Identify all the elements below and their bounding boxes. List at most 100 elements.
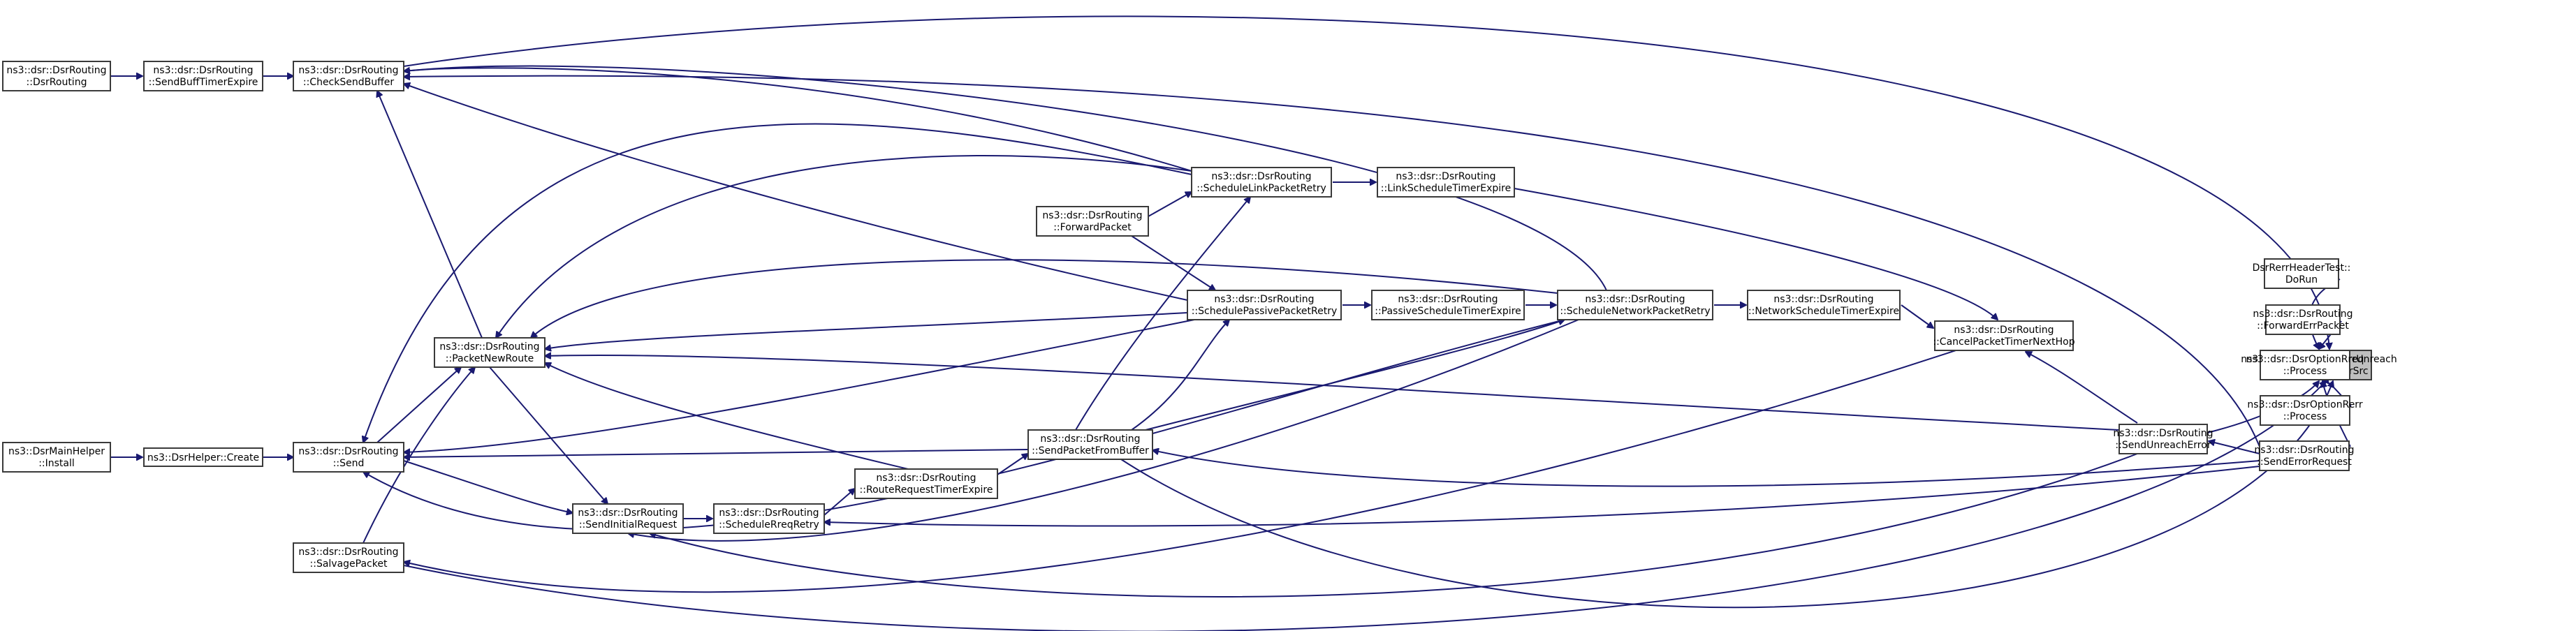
edge-sendunreach-senderror — [2209, 441, 2260, 454]
node-check-send-buffer[interactable]: ns3::dsr::DsrRouting ::CheckSendBuffer — [293, 61, 404, 91]
node-send-packet-from-buffer[interactable]: ns3::dsr::DsrRouting ::SendPacketFromBuf… — [1027, 429, 1153, 460]
svg-text:ns3::dsr::DsrRouting: ns3::dsr::DsrRouting — [439, 341, 539, 352]
edge-network-cancel — [1901, 304, 1933, 328]
edge-scheduleNetwork-packetnew — [531, 259, 1558, 338]
edge-sendpacket-scheduleNetwork — [1145, 320, 1565, 431]
node-link-schedule-timer-expire[interactable]: ns3::dsr::DsrRouting ::LinkScheduleTimer… — [1377, 167, 1515, 198]
edge-scheduleNetwork-sendinitial — [628, 319, 1579, 542]
svg-text:::Install: ::Install — [38, 458, 75, 469]
svg-text:::DsrRouting: ::DsrRouting — [27, 77, 87, 88]
node-schedule-passive-packet-retry[interactable]: ns3::dsr::DsrRouting ::SchedulePassivePa… — [1187, 290, 1342, 320]
edge-sendpacket-schedulePassive — [1131, 320, 1229, 431]
svg-text:ns3::dsr::DsrOptionRerr: ns3::dsr::DsrOptionRerr — [2247, 399, 2362, 410]
svg-text:::ScheduleLinkPacketRetry: ::ScheduleLinkPacketRetry — [1196, 183, 1326, 194]
svg-text:ns3::dsr::DsrRouting: ns3::dsr::DsrRouting — [1398, 294, 1498, 305]
svg-text:ns3::dsr::DsrRouting: ns3::dsr::DsrRouting — [1396, 171, 1495, 182]
node-network-schedule-timer-expire[interactable]: ns3::dsr::DsrRouting ::NetworkScheduleTi… — [1747, 290, 1901, 320]
edge-send-sendinitial — [403, 460, 573, 513]
svg-text:ns3::dsr::DsrRouting: ns3::dsr::DsrRouting — [1211, 171, 1311, 182]
edge-schedulePassive-packetnew — [545, 312, 1188, 349]
node-passive-schedule-timer-expire[interactable]: ns3::dsr::DsrRouting ::PassiveScheduleTi… — [1371, 290, 1525, 320]
edge-cancel-sendunreach — [2026, 352, 2138, 424]
node-send-unreach-error[interactable]: ns3::dsr::DsrRouting ::SendUnreachError — [2113, 424, 2213, 454]
svg-text:ns3::dsr::DsrRouting: ns3::dsr::DsrRouting — [298, 446, 398, 457]
svg-text:::Process: ::Process — [2283, 411, 2327, 422]
svg-text:ns3::dsr::DsrRouting: ns3::dsr::DsrRouting — [578, 507, 678, 519]
edge-layer — [110, 15, 2370, 631]
node-send-buff-timer-expire[interactable]: ns3::dsr::DsrRouting ::SendBuffTimerExpi… — [143, 61, 263, 91]
svg-text:ns3::dsr::DsrRouting: ns3::dsr::DsrRouting — [1585, 294, 1685, 305]
node-dsr-main-helper-install[interactable]: ns3::DsrMainHelper ::Install — [2, 442, 111, 473]
node-send[interactable]: ns3::dsr::DsrRouting ::Send — [293, 442, 404, 473]
edge-scheduleNetwork-checksend — [404, 65, 1607, 291]
svg-text:::CancelPacketTimerNextHop: ::CancelPacketTimerNextHop — [1933, 336, 2074, 348]
edge-sendpacket-send — [404, 449, 1029, 457]
edge-salvage-root — [403, 381, 2326, 631]
edge-rrte-packetnew — [545, 363, 909, 470]
edge-senderror-checksendbuffer — [404, 76, 2260, 447]
edge-checksendbuffer-root — [403, 15, 2329, 349]
edge-packetnew-sendinitial — [489, 366, 608, 504]
edge-scheduleLink-send — [363, 123, 1192, 443]
edge-sendunreach-sendinitial — [650, 453, 2138, 597]
node-option-rerr-visible[interactable]: ns3::dsr::DsrOptionRerr ::Process — [2247, 395, 2363, 426]
svg-text:ns3::dsr::DsrRouting: ns3::dsr::DsrRouting — [876, 473, 976, 484]
svg-text:ns3::dsr::DsrRouting: ns3::dsr::DsrRouting — [2113, 428, 2213, 439]
node-schedule-network-packet-retry[interactable]: ns3::dsr::DsrRouting ::ScheduleNetworkPa… — [1557, 290, 1713, 320]
svg-text:::CheckSendBuffer: ::CheckSendBuffer — [303, 77, 394, 88]
svg-text:DsrRerrHeaderTest::: DsrRerrHeaderTest:: — [2253, 262, 2351, 274]
svg-text:::SalvagePacket: ::SalvagePacket — [310, 558, 388, 570]
svg-text:ns3::dsr::DsrRouting: ns3::dsr::DsrRouting — [1040, 433, 1140, 445]
edge-scheduleRreq-rrte — [824, 489, 855, 516]
svg-text:::NetworkScheduleTimerExpire: ::NetworkScheduleTimerExpire — [1748, 306, 1899, 317]
svg-text:ns3::dsr::DsrRouting: ns3::dsr::DsrRouting — [2253, 309, 2352, 320]
svg-text:ns3::dsr::DsrRouting: ns3::dsr::DsrRouting — [1773, 294, 1873, 305]
svg-text:ns3::dsr::DsrRouting: ns3::dsr::DsrRouting — [298, 547, 398, 558]
node-schedule-link-packet-retry[interactable]: ns3::dsr::DsrRouting ::ScheduleLinkPacke… — [1191, 167, 1332, 198]
svg-text:DoRun: DoRun — [2285, 274, 2318, 285]
edge-forward-scheduleLink — [1148, 192, 1192, 217]
svg-text:::SchedulePassivePacketRetry: ::SchedulePassivePacketRetry — [1192, 306, 1338, 317]
svg-text:::Send: ::Send — [333, 458, 365, 469]
svg-text:::SendErrorRequest: ::SendErrorRequest — [2257, 456, 2352, 468]
edge-senderror-scheduleRreq — [824, 466, 2260, 527]
node-cancel-packet-timer-next-hop[interactable]: ns3::dsr::DsrRouting ::CancelPacketTimer… — [1933, 320, 2075, 351]
node-salvage-packet[interactable]: ns3::dsr::DsrRouting ::SalvagePacket — [293, 542, 404, 573]
svg-text:::SendPacketFromBuffer: ::SendPacketFromBuffer — [1032, 445, 1149, 456]
node-dsr-routing-constructor[interactable]: ns3::dsr::DsrRouting ::DsrRouting — [2, 61, 111, 91]
node-forward-packet[interactable]: ns3::dsr::DsrRouting ::ForwardPacket — [1036, 206, 1149, 237]
edge-sendunreach-packetnew — [545, 355, 2120, 431]
svg-text:::ForwardPacket: ::ForwardPacket — [1053, 222, 1132, 233]
node-forward-err-packet[interactable]: ns3::dsr::DsrRouting ::ForwardErrPacket — [2253, 304, 2353, 335]
edge-scheduleLink-checksend — [404, 68, 1192, 172]
edge-schedulePassive-checksend — [404, 84, 1188, 301]
svg-text:::PacketNewRoute: ::PacketNewRoute — [446, 353, 534, 364]
node-send-error-request[interactable]: ns3::dsr::DsrRouting ::SendErrorRequest — [2254, 440, 2355, 471]
svg-text:::ForwardErrPacket: ::ForwardErrPacket — [2257, 320, 2349, 332]
node-dsr-rerr-header-test-dorun[interactable]: DsrRerrHeaderTest:: DoRun — [2253, 258, 2351, 289]
node-schedule-rreq-retry[interactable]: ns3::dsr::DsrRouting ::ScheduleRreqRetry — [713, 503, 825, 534]
edge-rrte-sendpacket — [997, 454, 1028, 475]
edge-cancel-salvage — [404, 350, 1956, 593]
node-dsr-helper-create[interactable]: ns3::DsrHelper::Create — [143, 447, 263, 467]
svg-text:ns3::dsr::DsrRouting: ns3::dsr::DsrRouting — [2254, 445, 2354, 456]
svg-text:ns3::dsr::DsrRouting: ns3::dsr::DsrRouting — [1954, 325, 2054, 336]
svg-text:ns3::dsr::DsrRouting: ns3::dsr::DsrRouting — [153, 65, 253, 76]
node-option-rreq-visible[interactable]: ns3::dsr::DsrOptionRreq ::Process — [2246, 350, 2364, 380]
edge-schedulePassive-send — [404, 319, 1195, 452]
edge-send-packetnew — [376, 367, 461, 443]
svg-text:ns3::dsr::DsrRouting: ns3::dsr::DsrRouting — [1042, 210, 1142, 221]
node-packet-new-route[interactable]: ns3::dsr::DsrRouting ::PacketNewRoute — [434, 337, 546, 368]
svg-text:::Process: ::Process — [2283, 366, 2327, 377]
node-send-initial-request[interactable]: ns3::dsr::DsrRouting ::SendInitialReques… — [572, 503, 684, 534]
edge-senderror-sendpacket — [1152, 450, 2260, 487]
svg-text:ns3::dsr::DsrOptionRreq: ns3::dsr::DsrOptionRreq — [2246, 354, 2364, 365]
svg-text:::PassiveScheduleTimerExpire: ::PassiveScheduleTimerExpire — [1375, 306, 1521, 317]
svg-text:ns3::dsr::DsrRouting: ns3::dsr::DsrRouting — [298, 65, 398, 76]
svg-text:ns3::DsrHelper::Create: ns3::DsrHelper::Create — [147, 452, 259, 463]
svg-text:ns3::dsr::DsrRouting: ns3::dsr::DsrRouting — [719, 507, 819, 519]
node-route-request-timer-expire[interactable]: ns3::dsr::DsrRouting ::RouteRequestTimer… — [854, 468, 998, 499]
edge-sendpacket-scheduleLink — [1075, 197, 1250, 431]
svg-text:ns3::DsrMainHelper: ns3::DsrMainHelper — [8, 446, 105, 457]
svg-text:::RouteRequestTimerExpire: ::RouteRequestTimerExpire — [860, 484, 993, 496]
